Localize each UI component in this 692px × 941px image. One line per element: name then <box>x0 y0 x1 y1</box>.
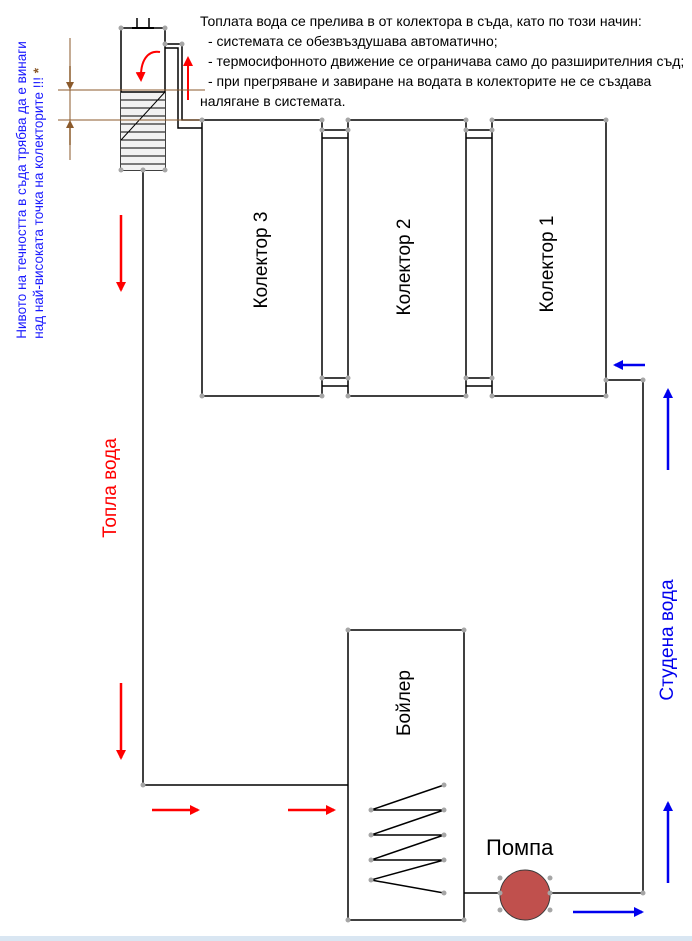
hot-water-label: Топла вода <box>100 438 121 538</box>
collector-2 <box>347 119 467 397</box>
level-note: Нивото на течността в съда трябва да е в… <box>13 41 47 338</box>
collector-1-label: Колектор 1 <box>537 215 558 313</box>
expansion-tank <box>120 18 202 171</box>
note-line-3: - термосифонното движение се ограничава … <box>208 53 685 69</box>
collector-3-label: Колектор 3 <box>251 211 272 309</box>
note-line-5: налягане в системата. <box>200 93 346 109</box>
boiler <box>347 629 465 921</box>
pump <box>499 869 551 921</box>
cold-water-pipe <box>444 379 644 894</box>
level-note-mark: * <box>31 67 46 74</box>
collector-1 <box>491 119 607 397</box>
note-line-1: Топлата вода се прелива в от колектора в… <box>200 13 642 29</box>
collector-2-label: Колектор 2 <box>394 218 415 316</box>
note-line-4: - при прегряване и завиране на водата в … <box>208 73 652 89</box>
collector-3 <box>201 119 323 397</box>
cold-water-label: Студена вода <box>657 579 678 701</box>
level-note-line-1: Нивото на течността в съда трябва да е в… <box>14 41 29 339</box>
boiler-label: Бойлер <box>394 670 415 736</box>
level-note-line-2: над най-високата точка на колекторите !!… <box>30 41 47 339</box>
level-markers <box>58 38 205 160</box>
cold-flow-arrows <box>573 360 673 917</box>
level-note-line-2-text: над най-високата точка на колекторите !!… <box>31 77 46 339</box>
note-line-2: - системата се обезвъздушава автоматично… <box>208 33 498 49</box>
pipe-joints <box>118 25 646 923</box>
hot-flow-arrows <box>116 215 336 815</box>
pump-label: Помпа <box>486 835 554 860</box>
explanation-note: Топлата вода се прелива в от колектора в… <box>200 11 690 111</box>
collector-connectors <box>322 129 492 387</box>
bottom-bar <box>0 936 692 941</box>
